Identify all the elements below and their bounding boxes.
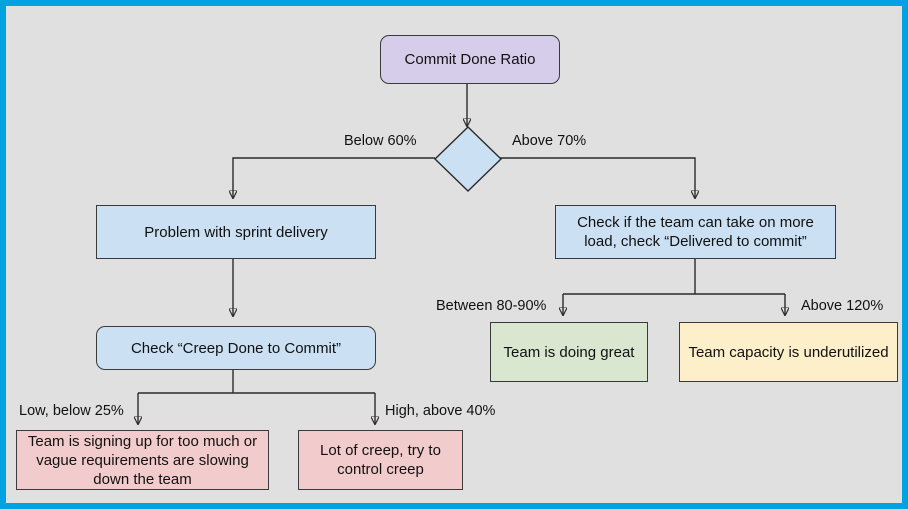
node-commit-done-ratio[interactable]: Commit Done Ratio [380,35,560,84]
node-team-doing-great[interactable]: Team is doing great [490,322,648,382]
edge-label-above-120: Above 120% [801,298,884,314]
edge-decision-to-problem [233,157,435,198]
node-decision-diamond[interactable] [433,126,503,192]
node-check-more-load[interactable]: Check if the team can take on more load,… [555,205,836,259]
edge-label-high-above-40: High, above 40% [385,403,496,419]
node-team-signing-up-too-much[interactable]: Team is signing up for too much or vague… [16,430,269,490]
node-lot-of-creep[interactable]: Lot of creep, try to control creep [298,430,463,490]
edge-decision-to-more-load [499,157,695,198]
edge-label-above-70: Above 70% [512,133,587,149]
node-commit-done-ratio-label: Commit Done Ratio [404,51,536,68]
node-team-doing-great-label: Team is doing great [503,343,635,361]
node-lot-of-creep-label: Lot of creep, try to control creep [320,442,441,478]
node-check-more-load-label: Check if the team can take on more load,… [577,214,814,250]
node-check-creep-done-to-commit[interactable]: Check “Creep Done to Commit” [96,326,376,370]
node-team-capacity-underutilized[interactable]: Team capacity is underutilized [679,322,898,382]
edge-label-low-below-25: Low, below 25% [19,403,124,419]
connector-layer [6,78,902,503]
node-team-signing-up-too-much-label: Team is signing up for too much or vague… [27,432,258,488]
node-problem-with-sprint-delivery-label: Problem with sprint delivery [144,223,328,241]
node-team-capacity-underutilized-label: Team capacity is underutilized [688,343,889,361]
node-check-creep-done-to-commit-label: Check “Creep Done to Commit” [130,339,342,357]
edge-label-below-60: Below 60% [344,133,417,149]
node-problem-with-sprint-delivery[interactable]: Problem with sprint delivery [96,205,376,259]
edge-label-between-80-90: Between 80-90% [436,298,547,314]
